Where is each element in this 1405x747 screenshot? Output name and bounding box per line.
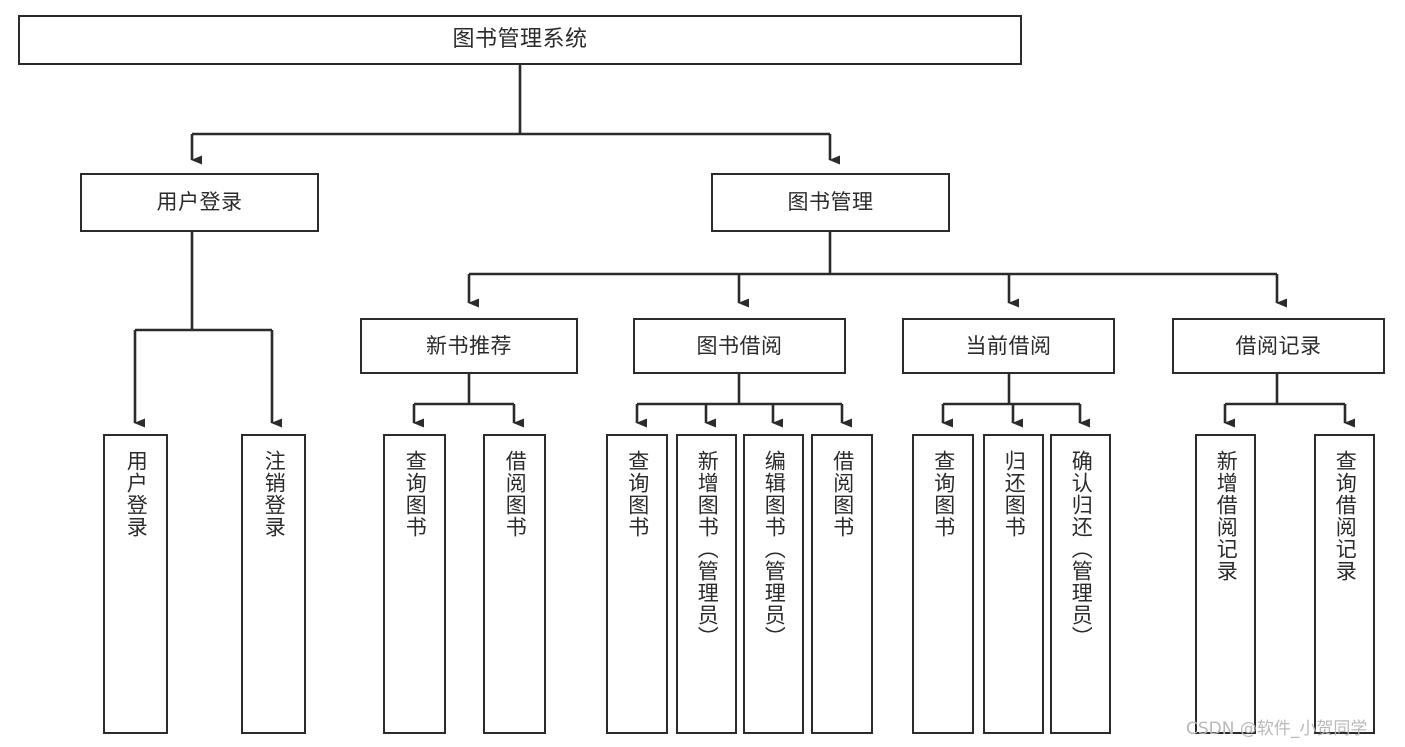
node-label: 借阅记录 [1235,333,1322,358]
node-label: 注销登录 [262,450,287,538]
node-label: 借阅图书 [830,450,855,538]
leaf-user-login[interactable]: 用户登录 [103,434,168,734]
node-new-book-recommend[interactable]: 新书推荐 [360,318,578,374]
leaf-query-book-current[interactable]: 查询图书 [912,434,974,734]
node-label: 新书推荐 [426,333,512,358]
leaf-edit-book-admin[interactable]: 编辑图书（管理员） [743,434,804,734]
node-label: 借阅图书 [503,450,528,538]
node-book-borrow[interactable]: 图书借阅 [633,318,846,374]
node-user-login[interactable]: 用户登录 [80,173,319,232]
node-label: 当前借阅 [965,333,1052,358]
leaf-add-book-admin[interactable]: 新增图书（管理员） [676,434,737,734]
leaf-query-borrow-record[interactable]: 查询借阅记录 [1314,434,1375,734]
node-label: 确认归还（管理员） [1069,450,1094,648]
leaf-add-borrow-record[interactable]: 新增借阅记录 [1195,434,1256,734]
node-label: 查询图书 [625,450,650,538]
node-borrow-record[interactable]: 借阅记录 [1172,318,1385,374]
leaf-logout-login[interactable]: 注销登录 [241,434,306,734]
leaf-confirm-return-admin[interactable]: 确认归还（管理员） [1050,434,1111,734]
node-label: 图书管理 [787,190,874,215]
node-label: 查询图书 [403,450,428,538]
node-book-management[interactable]: 图书管理 [711,173,950,232]
leaf-borrow-book-borrow[interactable]: 借阅图书 [811,434,873,734]
node-root-system[interactable]: 图书管理系统 [18,15,1022,65]
csdn-watermark: CSDN @软件_小贺同学 [1186,719,1368,739]
node-label: 查询图书 [931,450,956,538]
leaf-query-book-new-recommend[interactable]: 查询图书 [383,434,446,734]
node-label: 新增图书（管理员） [695,450,720,648]
node-label: 图书借阅 [696,333,783,358]
leaf-query-book-borrow[interactable]: 查询图书 [606,434,668,734]
node-label: 查询借阅记录 [1333,450,1358,582]
node-label: 编辑图书（管理员） [762,450,787,648]
node-current-borrow[interactable]: 当前借阅 [902,318,1115,374]
leaf-return-book[interactable]: 归还图书 [983,434,1044,734]
node-label: 归还图书 [1002,450,1027,538]
node-label: 用户登录 [124,450,149,538]
leaf-borrow-book-new-recommend[interactable]: 借阅图书 [483,434,546,734]
node-label: 用户登录 [156,190,243,215]
node-label: 新增借阅记录 [1214,450,1239,582]
node-label: 图书管理系统 [452,27,588,53]
